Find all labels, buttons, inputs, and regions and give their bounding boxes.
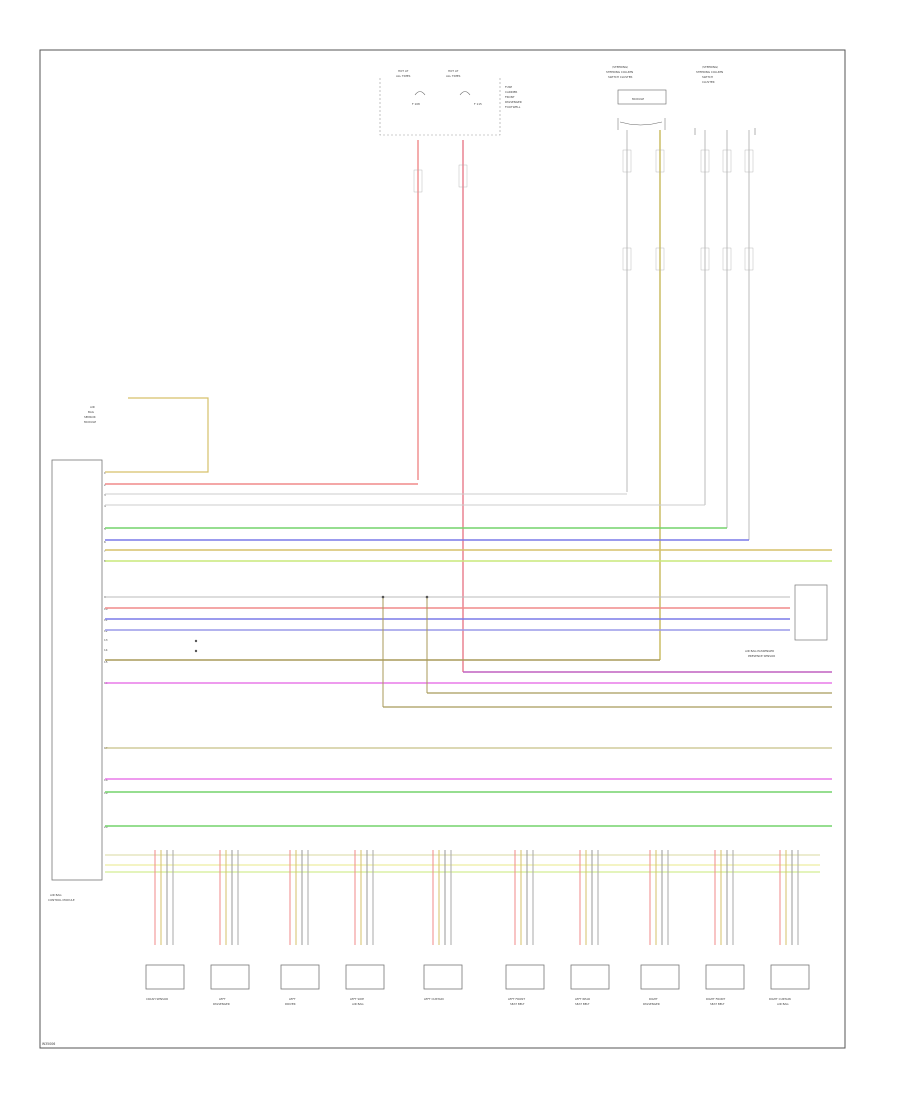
svg-text:ALL TIMES: ALL TIMES <box>446 74 461 78</box>
svg-text:CRASH SENSOR: CRASH SENSOR <box>146 997 168 1001</box>
svg-text:SEAT BELT: SEAT BELT <box>710 1002 725 1006</box>
svg-text:PRESENCE SENSOR: PRESENCE SENSOR <box>748 654 775 658</box>
svg-text:13: 13 <box>104 638 108 642</box>
bottom-components: CRASH SENSOR LEFT PASSENGER LEFT DRIVER <box>145 850 810 1006</box>
svg-text:3: 3 <box>104 493 106 497</box>
svg-text:SEAT BELT: SEAT BELT <box>575 1002 590 1006</box>
svg-text:PASSENGER: PASSENGER <box>643 1002 660 1006</box>
svg-text:BAG: BAG <box>88 410 94 414</box>
svg-text:F 115: F 115 <box>474 102 482 106</box>
svg-text:AIR BAG PASSENGER: AIR BAG PASSENGER <box>745 649 774 653</box>
bottom-loop-wires <box>105 854 820 873</box>
svg-text:STEERING COLUMN: STEERING COLUMN <box>696 70 723 74</box>
svg-text:F 108: F 108 <box>412 102 420 106</box>
svg-text:CARRIER: CARRIER <box>505 90 517 94</box>
svg-text:12: 12 <box>104 629 108 633</box>
svg-text:SENSOR: SENSOR <box>84 415 96 419</box>
svg-text:PASSENGER: PASSENGER <box>213 1002 230 1006</box>
svg-text:5: 5 <box>104 527 106 531</box>
svg-text:SWITCH CLUSTER: SWITCH CLUSTER <box>608 75 633 79</box>
right-sensor: AIR BAG PASSENGER PRESENCE SENSOR <box>745 584 828 658</box>
svg-text:AIR: AIR <box>90 405 95 409</box>
svg-text:AIR BAG: AIR BAG <box>777 1002 789 1006</box>
svg-text:DRIVER: DRIVER <box>285 1002 296 1006</box>
svg-text:MODULE: MODULE <box>84 420 96 424</box>
svg-text:MODULE: MODULE <box>632 97 644 101</box>
horizontal-wires <box>105 483 832 827</box>
svg-text:RIGHT: RIGHT <box>649 997 658 1001</box>
svg-text:LEFT REAR: LEFT REAR <box>575 997 590 1001</box>
svg-text:STEERING COLUMN: STEERING COLUMN <box>606 70 633 74</box>
diagram-frame <box>39 49 846 1049</box>
svg-text:AIR BAG: AIR BAG <box>352 1002 364 1006</box>
svg-text:FRONT: FRONT <box>505 95 515 99</box>
left-module: AIR BAG CONTROL MODULE AIR BAG SENSOR MO… <box>48 397 209 902</box>
svg-text:LEFT FRONT: LEFT FRONT <box>508 997 525 1001</box>
svg-text:ALL TIMES: ALL TIMES <box>396 74 411 78</box>
svg-text:15: 15 <box>104 660 108 664</box>
fuse-box-top: HOT AT ALL TIMES HOT AT ALL TIMES F 108 … <box>379 69 522 136</box>
page-code: W35006 <box>42 1042 55 1046</box>
svg-text:LEFT: LEFT <box>219 997 226 1001</box>
svg-text:(STEERING): (STEERING) <box>612 65 628 69</box>
svg-text:11: 11 <box>104 618 108 622</box>
vertical-wires-top <box>413 130 754 672</box>
svg-text:SEAT BELT: SEAT BELT <box>510 1002 525 1006</box>
svg-text:14: 14 <box>104 648 108 652</box>
svg-text:1: 1 <box>104 471 106 475</box>
svg-text:FUSE: FUSE <box>505 85 512 89</box>
svg-text:10: 10 <box>104 607 108 611</box>
svg-text:CLUSTER: CLUSTER <box>702 80 715 84</box>
svg-text:CONTROL MODULE: CONTROL MODULE <box>48 898 75 902</box>
svg-text:18: 18 <box>104 778 108 782</box>
svg-text:LEFT: LEFT <box>289 997 296 1001</box>
steering-module: (STEERING) STEERING COLUMN SWITCH CLUSTE… <box>606 65 667 130</box>
svg-text:RIGHT FRONT: RIGHT FRONT <box>706 997 725 1001</box>
svg-text:6: 6 <box>104 540 106 544</box>
junction-box: (STEERING) STEERING COLUMN SWITCH CLUSTE… <box>694 65 756 135</box>
svg-text:19: 19 <box>104 791 108 795</box>
svg-text:HOT AT: HOT AT <box>448 69 459 73</box>
svg-text:4: 4 <box>104 504 106 508</box>
svg-text:20: 20 <box>104 825 108 829</box>
svg-text:(STEERING): (STEERING) <box>702 65 718 69</box>
svg-text:7: 7 <box>104 549 106 553</box>
svg-text:2: 2 <box>104 483 106 487</box>
svg-text:LEFT SIDE: LEFT SIDE <box>350 997 364 1001</box>
svg-text:SWITCH: SWITCH <box>702 75 713 79</box>
svg-text:AIR BAG: AIR BAG <box>50 893 62 897</box>
svg-text:HOT AT: HOT AT <box>398 69 409 73</box>
svg-text:RIGHT CURTAIN: RIGHT CURTAIN <box>769 997 791 1001</box>
svg-text:LEFT CURTAIN: LEFT CURTAIN <box>424 997 444 1001</box>
svg-text:FOOTWELL: FOOTWELL <box>505 105 521 109</box>
svg-text:PASSENGER: PASSENGER <box>505 100 522 104</box>
